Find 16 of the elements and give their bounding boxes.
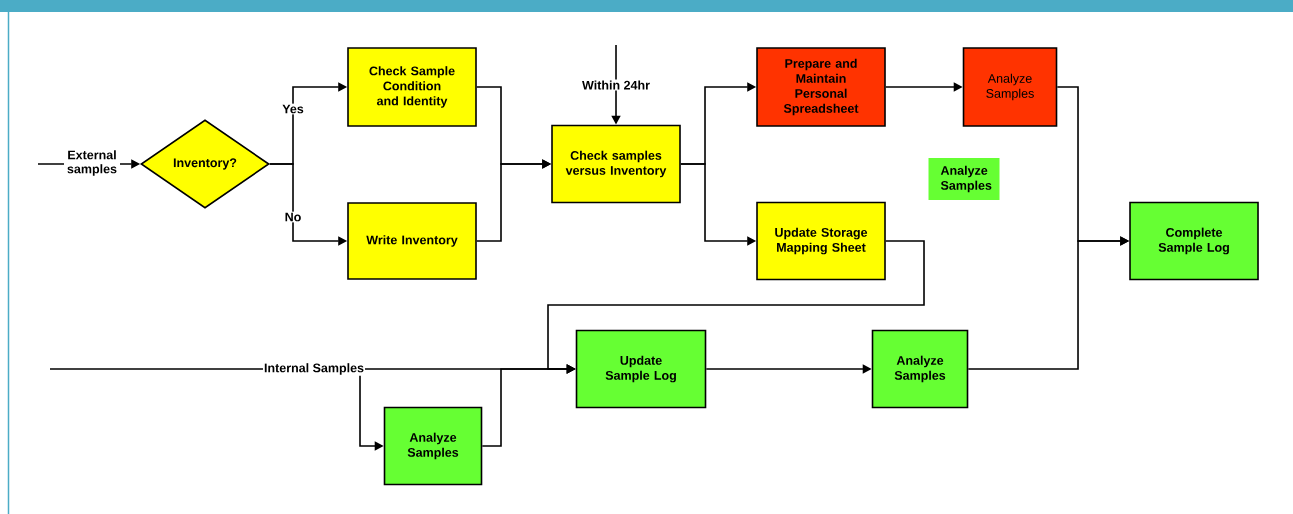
note-box: Analyze Samples (928, 158, 1000, 200)
process-box: Analyze Samples (383, 406, 483, 486)
process-box: Prepare and Maintain Personal Spreadsheet (756, 47, 886, 127)
edge-label: Yes (281, 103, 305, 115)
process-box: Check Sample Condition and Identity (347, 47, 477, 127)
process-box: Write Inventory (347, 202, 477, 280)
edge-label: No (283, 211, 303, 223)
process-box: Analyze Samples (962, 47, 1058, 127)
process-box: Check samples versus Inventory (551, 124, 681, 204)
process-box: Update Sample Log (575, 329, 707, 409)
edge-label: Within 24hr (581, 79, 651, 91)
edge-label: Internal Samples (263, 362, 365, 376)
process-box: Complete Sample Log (1129, 201, 1259, 281)
process-box: Analyze Samples (871, 329, 969, 409)
edge-label: External samples (64, 149, 120, 177)
process-box: Update Storage Mapping Sheet (756, 201, 886, 281)
